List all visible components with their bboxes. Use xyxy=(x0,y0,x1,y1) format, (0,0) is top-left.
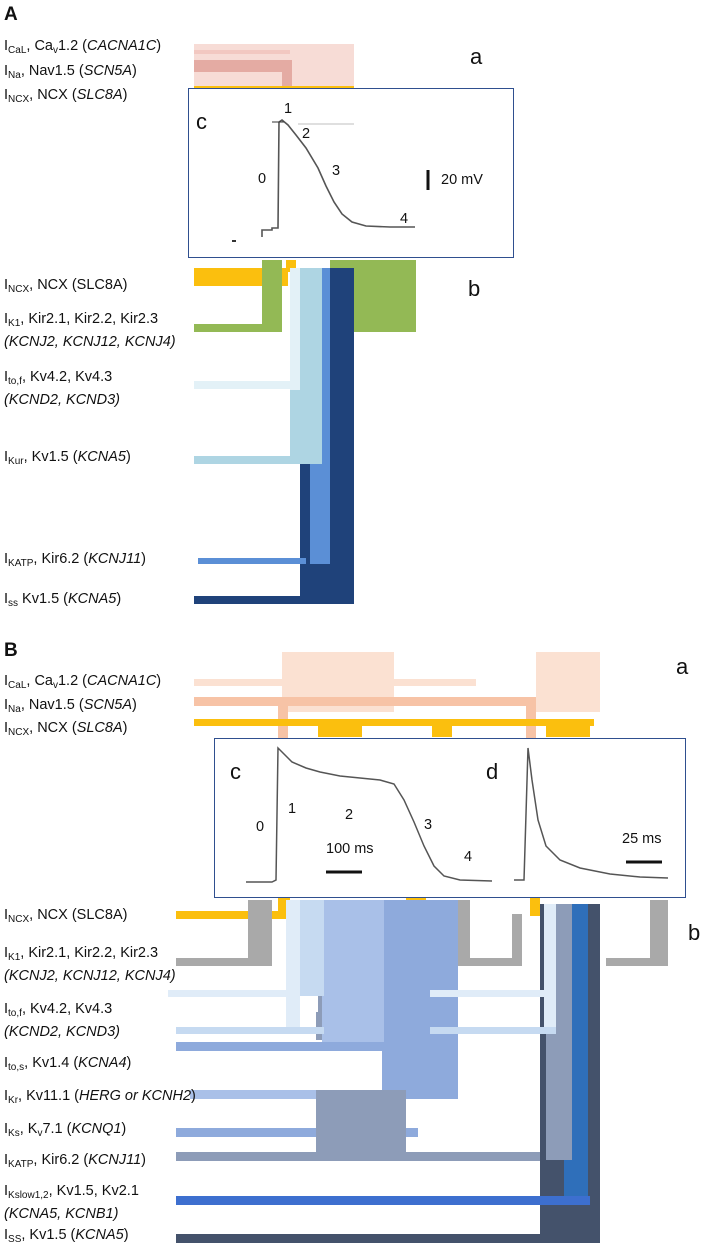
a-mark xyxy=(232,240,236,242)
panel-a-letter: A xyxy=(4,4,18,25)
b-phase-4: 4 xyxy=(464,849,473,865)
b-label-ikr: IKr, Kv11.1 (HERG or KCNH2) xyxy=(4,1088,196,1106)
b-scale-label-100: 100 ms xyxy=(326,841,374,857)
b-ventricular-waveform xyxy=(246,746,493,883)
b-ikslow-line xyxy=(176,1196,590,1205)
b-iks-col-2 xyxy=(316,1090,406,1130)
b-ical-block-2 xyxy=(536,652,600,712)
a-scale-label: 20 mV xyxy=(441,172,483,188)
b-ikatp-line xyxy=(176,1152,582,1161)
b-label-incx-top: INCX, NCX (SLC8A) xyxy=(4,720,128,738)
b-scale-label-25: 25 ms xyxy=(622,831,662,847)
a-ncx-b-bar2 xyxy=(286,260,296,272)
b-ik1-col-4 xyxy=(650,900,668,966)
b-label-ical: ICaL, Cav1.2 (CACNA1C) xyxy=(4,673,162,691)
b-itos-line xyxy=(176,1027,324,1034)
b-inset-letter-c: c xyxy=(230,759,241,784)
a-phase-3: 3 xyxy=(332,163,341,179)
panel-b-letter: B xyxy=(4,640,18,661)
a-label-incx-b: INCX, NCX (SLC8A) xyxy=(4,277,128,295)
a-ik1-block-left xyxy=(262,260,282,332)
b-ncx-top-block-2 xyxy=(432,719,452,737)
b-atrial-waveform xyxy=(514,747,669,881)
b-itof-line-r xyxy=(430,990,554,997)
a-phase-0: 0 xyxy=(258,171,267,187)
a-katp-line xyxy=(198,558,306,564)
a-label-ical: ICaL, Cav1.2 (CACNA1C) xyxy=(4,38,162,56)
b-ina-line xyxy=(194,697,534,706)
a-label-ikatp: IKATP, Kir6.2 (KCNJ11) xyxy=(4,551,146,569)
a-iss-bottom xyxy=(300,564,354,604)
panel-b-sub-a: a xyxy=(676,654,689,679)
a-ik1-line xyxy=(194,324,274,332)
b-label-ina: INa, Nav1.5 (SCN5A) xyxy=(4,697,137,715)
b-ikatp-low xyxy=(316,1128,406,1152)
b-ncx-b-line xyxy=(176,911,302,919)
b-itof-line xyxy=(168,990,300,997)
a-label-ikur: IKur, Kv1.5 (KCNA5) xyxy=(4,449,131,467)
b-label-ikatp: IKATP, Kir6.2 (KCNJ11) xyxy=(4,1152,146,1170)
b-ncx-b-block-3 xyxy=(530,898,540,916)
b-phase-1: 1 xyxy=(288,801,297,817)
b-ik1-col-1 xyxy=(248,900,272,966)
b-itos-col xyxy=(322,900,384,1050)
a-ap-inset xyxy=(188,88,514,258)
b-ik1-line-mid xyxy=(426,958,520,966)
a-ical-underline xyxy=(194,50,290,54)
a-label-incx-top: INCX, NCX (SLC8A) xyxy=(4,87,128,105)
b-label-ik1: IK1, Kir2.1, Kir2.2, Kir2.3(KCNJ2, KCNJ1… xyxy=(4,945,176,984)
b-label-iks: IKs, Kv7.1 (KCNQ1) xyxy=(4,1121,127,1139)
b-ap-inset xyxy=(214,738,686,898)
a-ap-waveform xyxy=(261,119,415,237)
b-ncx-top-line xyxy=(194,719,594,726)
a-inset-letter-c: c xyxy=(196,109,207,134)
b-iks-line xyxy=(176,1042,458,1051)
a-label-iss: Iss Kv1.5 (KCNA5) xyxy=(4,591,122,609)
b-inset-letter-d: d xyxy=(486,759,499,784)
a-ina-drop xyxy=(282,60,292,90)
b-label-itof: Ito,f, Kv4.2, Kv4.3(KCND2, KCND3) xyxy=(4,1001,121,1040)
b-itos-line-r xyxy=(430,1027,556,1034)
a-iss-line xyxy=(194,596,304,604)
a-katp-column2 xyxy=(300,460,310,564)
a-tof-column xyxy=(290,268,300,390)
b-ical-line xyxy=(194,679,476,686)
b-ik1-line-right xyxy=(606,958,668,966)
a-phase-4: 4 xyxy=(400,211,409,227)
b-label-iss: ISS, Kv1.5 (KCNA5) xyxy=(4,1227,129,1245)
b-phase-0: 0 xyxy=(256,819,265,835)
a-iss-column xyxy=(330,268,354,604)
b-ikr-connector xyxy=(382,1042,458,1099)
a-ina-bar xyxy=(194,60,290,72)
a-tof-line xyxy=(194,381,294,389)
panel-a-sub-b: b xyxy=(468,276,481,301)
a-phase-1: 1 xyxy=(284,101,293,117)
b-iss-line xyxy=(176,1234,600,1243)
b-ik1-col-3 xyxy=(512,914,522,966)
a-phase-2: 2 xyxy=(302,126,311,142)
b-ikr-col xyxy=(382,900,458,1050)
b-label-ikslow: IKslow1,2, Kv1.5, Kv2.1(KCNA5, KCNB1) xyxy=(4,1183,139,1222)
panel-a-sub-a: a xyxy=(470,44,483,69)
b-itof-col-r xyxy=(544,904,556,1034)
b-itof-col-thin xyxy=(286,900,300,1030)
b-ikr-line xyxy=(190,1090,388,1099)
b-phase-2: 2 xyxy=(345,807,354,823)
a-kur-line xyxy=(194,456,304,464)
a-label-ik1: IK1, Kir2.1, Kir2.2, Kir2.3(KCNJ2, KCNJ1… xyxy=(4,311,176,350)
a-label-ina: INa, Nav1.5 (SCN5A) xyxy=(4,63,137,81)
b-ncx-top-block-1 xyxy=(318,719,362,737)
b-ncx-top-block-3 xyxy=(546,719,590,737)
b-label-itos: Ito,s, Kv1.4 (KCNA4) xyxy=(4,1055,132,1073)
a-label-itof: Ito,f, Kv4.2, Kv4.3(KCND2, KCND3) xyxy=(4,369,121,408)
panel-b-sub-b: b xyxy=(688,920,701,945)
b-ik1-line-left xyxy=(176,958,272,966)
b-itof-col xyxy=(300,900,324,996)
b-phase-3: 3 xyxy=(424,817,433,833)
b-iks-line-2 xyxy=(176,1128,418,1137)
b-label-incx-b: INCX, NCX (SLC8A) xyxy=(4,907,128,925)
